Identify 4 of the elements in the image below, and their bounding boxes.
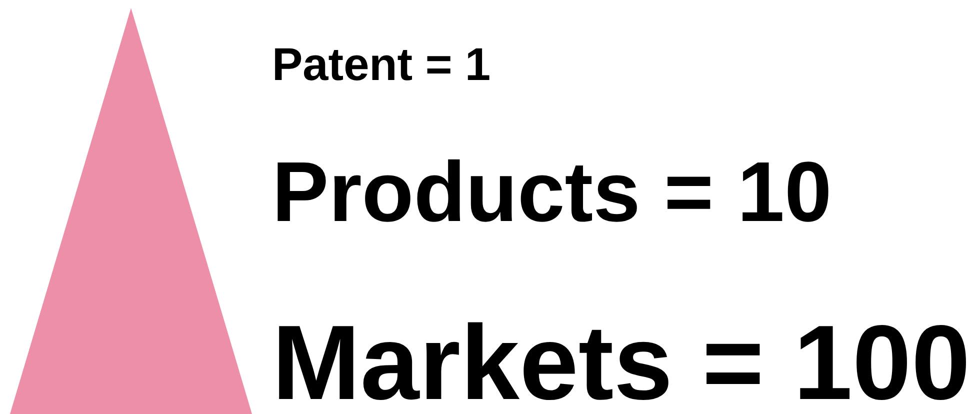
ratio-label: Patent = 1 <box>272 41 491 87</box>
triangle-shape <box>10 8 252 414</box>
ratio-label: Markets = 100 <box>272 310 970 414</box>
ratio-label: Products = 10 <box>272 150 832 235</box>
